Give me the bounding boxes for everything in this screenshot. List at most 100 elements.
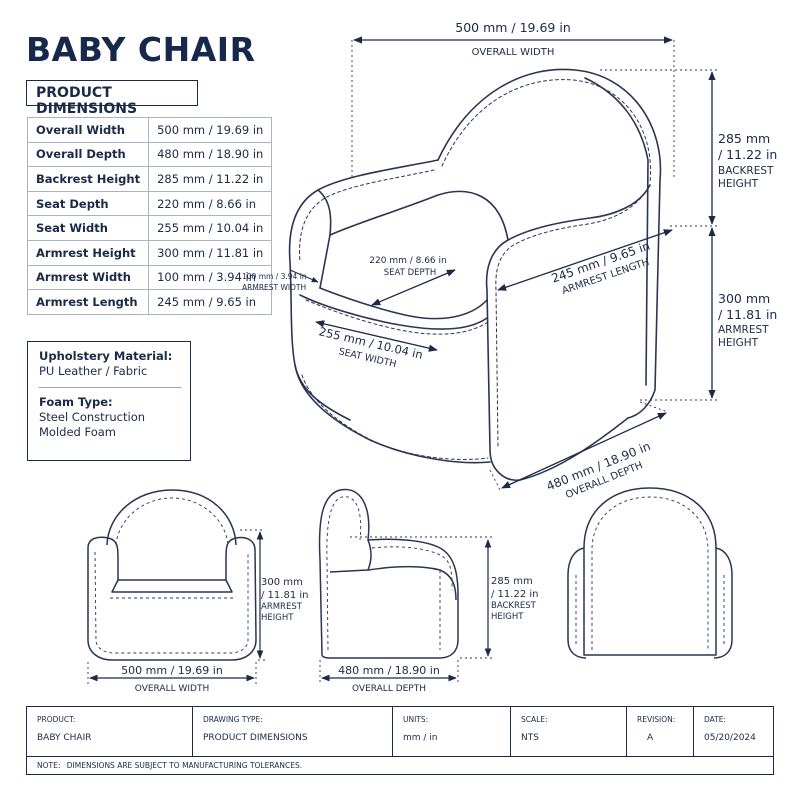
revision-key: REVISION:	[637, 715, 676, 724]
front-view-extension-lines	[87, 529, 265, 685]
overall-width-label: OVERALL WIDTH	[472, 47, 555, 58]
row-label: Overall Width	[26, 117, 150, 143]
front-height-line2: / 11.81 in	[261, 590, 308, 601]
upholstery-value: PU Leather / Fabric	[39, 364, 148, 378]
title-block-units: UNITS: mm / in	[393, 707, 511, 756]
chair-left-armrest	[288, 159, 439, 421]
backrest-height-line3: BACKREST	[718, 165, 774, 177]
row-label: Armrest Length	[26, 289, 150, 315]
page-title: BABY CHAIR	[26, 30, 256, 69]
row-value: 500 mm / 19.69 in	[148, 117, 273, 143]
seat-width-arrow	[315, 320, 438, 352]
title-block-drawing-type: DRAWING TYPE: PRODUCT DIMENSIONS	[193, 707, 393, 756]
seat-depth-value: 220 mm / 8.66 in	[369, 256, 446, 266]
technical-drawing: 500 mm / 19.69 in OVERALL WIDTH 285 mm /…	[87, 20, 777, 694]
drawing-type-key: DRAWING TYPE:	[203, 715, 263, 724]
row-label: Armrest Width	[26, 264, 150, 291]
armrest-height-line4: HEIGHT	[718, 337, 759, 349]
row-label: Armrest Height	[26, 239, 150, 266]
front-view-chair	[87, 489, 257, 661]
chair-right-armrest	[485, 184, 651, 481]
scale-key: SCALE:	[521, 715, 548, 724]
side-height-line3: BACKREST	[491, 601, 537, 611]
section-title-product-dimensions: PRODUCT DIMENSIONS	[26, 80, 198, 117]
side-depth-value: 480 mm / 18.90 in	[338, 664, 440, 677]
note-value: DIMENSIONS ARE SUBJECT TO MANUFACTURING …	[66, 761, 303, 770]
chair-left-arm-inner	[317, 189, 332, 289]
product-value: BABY CHAIR	[37, 733, 92, 743]
front-view-dimension-arrows	[89, 531, 264, 682]
armrest-height-line1: 300 mm	[718, 291, 770, 306]
foam-line-2: Molded Foam	[39, 425, 116, 439]
armrest-width-value: 100 mm / 3.94 in	[242, 272, 307, 281]
front-width-label: OVERALL WIDTH	[135, 684, 209, 694]
chair-left-arm-seam	[299, 169, 435, 263]
armrest-width-arrow	[289, 269, 319, 283]
chair-backrest-outline	[437, 68, 662, 419]
seat-depth-label: SEAT DEPTH	[384, 268, 436, 278]
date-value: 05/20/2024	[704, 733, 756, 743]
title-block-product: PRODUCT: BABY CHAIR	[27, 707, 193, 756]
front-width-value: 500 mm / 19.69 in	[121, 664, 223, 677]
chair-right-arm-seam	[495, 192, 646, 449]
side-height-line2: / 11.22 in	[491, 589, 538, 600]
chair-front-base-seam	[301, 374, 489, 460]
row-value: 100 mm / 3.94 in	[148, 264, 273, 291]
armrest-height-line2: / 11.81 in	[718, 307, 777, 322]
drawing-type-value: PRODUCT DIMENSIONS	[203, 733, 308, 743]
units-key: UNITS:	[403, 715, 429, 724]
extension-lines	[351, 40, 718, 491]
revision-value: A	[647, 733, 654, 743]
side-view-dimension-arrows	[321, 539, 492, 682]
side-view-extension-lines	[319, 536, 492, 683]
back-view-chair	[567, 487, 733, 659]
note-key: NOTE:	[37, 761, 61, 770]
foam-line-1: Steel Construction	[39, 410, 146, 424]
upholstery-heading: Upholstery Material:	[39, 349, 173, 363]
side-height-line4: HEIGHT	[491, 612, 524, 622]
scale-value: NTS	[521, 733, 539, 743]
overall-depth-arrow	[501, 412, 667, 489]
overall-width-value: 500 mm / 19.69 in	[455, 20, 571, 35]
backrest-height-line1: 285 mm	[718, 131, 770, 146]
units-value: mm / in	[403, 733, 438, 743]
chair-back-seam	[441, 79, 652, 183]
title-block-note: NOTE: DIMENSIONS ARE SUBJECT TO MANUFACT…	[27, 756, 773, 774]
title-block: PRODUCT: BABY CHAIR DRAWING TYPE: PRODUC…	[26, 706, 774, 775]
row-label: Overall Depth	[26, 141, 150, 168]
row-value: 245 mm / 9.65 in	[148, 289, 273, 315]
main-dimension-labels: 500 mm / 19.69 in OVERALL WIDTH 285 mm /…	[242, 20, 777, 501]
armrest-width-label: ARMREST WIDTH	[242, 283, 306, 292]
side-height-line1: 285 mm	[491, 576, 533, 587]
backrest-height-line2: / 11.22 in	[718, 147, 777, 162]
side-view-chair	[318, 488, 459, 659]
chair-seat-back-edge	[329, 190, 509, 241]
divider	[39, 387, 181, 388]
chair-back-panel-edge	[584, 77, 649, 386]
front-height-line4: HEIGHT	[261, 613, 294, 623]
side-view-labels: 285 mm / 11.22 in BACKREST HEIGHT 480 mm…	[338, 576, 538, 694]
front-height-line3: ARMREST	[261, 602, 303, 612]
product-key: PRODUCT:	[37, 715, 76, 724]
side-depth-label: OVERALL DEPTH	[352, 684, 426, 694]
row-value: 255 mm / 10.04 in	[148, 215, 273, 241]
dimension-lines	[289, 36, 716, 489]
materials-box: Upholstery Material: PU Leather / Fabric…	[27, 341, 191, 461]
foam-heading: Foam Type:	[39, 395, 113, 409]
armrest-length-arrow	[497, 229, 673, 291]
seat-depth-arrow	[371, 269, 456, 306]
title-block-revision: REVISION: A	[627, 707, 694, 756]
front-height-line1: 300 mm	[261, 577, 303, 588]
chair-seat-cushion	[319, 287, 488, 320]
title-block-date: DATE: 05/20/2024	[694, 707, 772, 756]
front-view-labels: 300 mm / 11.81 in ARMREST HEIGHT 500 mm …	[121, 577, 308, 694]
backrest-height-line4: HEIGHT	[718, 178, 759, 190]
title-block-scale: SCALE: NTS	[511, 707, 627, 756]
